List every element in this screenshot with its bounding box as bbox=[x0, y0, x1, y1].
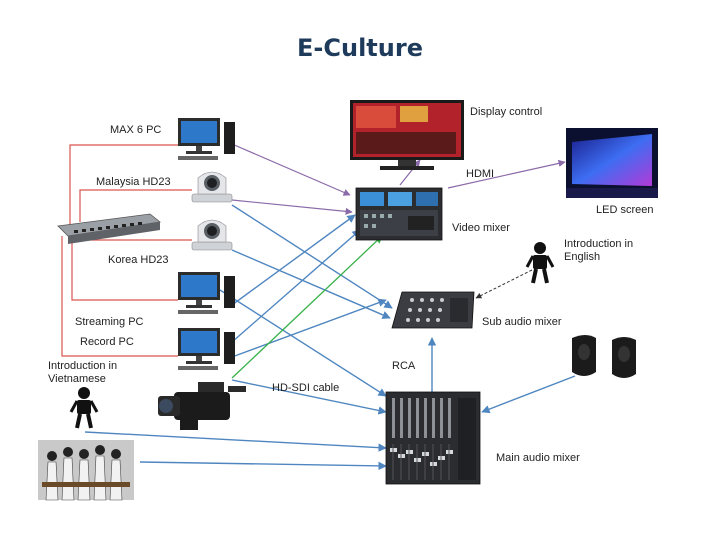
label-intro-english: Introduction in English bbox=[564, 238, 634, 263]
hd-sdi-links bbox=[231, 235, 383, 379]
ptz-camera-icon bbox=[191, 171, 233, 203]
mic-link bbox=[475, 269, 533, 299]
display-control-icon bbox=[350, 100, 464, 170]
label-record-pc: Record PC bbox=[80, 336, 134, 348]
performers-photo bbox=[38, 440, 134, 501]
label-intro-vietnamese: Introduction in Vietnamese bbox=[48, 360, 118, 385]
page-title: E-Culture bbox=[297, 34, 423, 62]
label-hdmi: HDMI bbox=[466, 168, 495, 180]
label-malaysia-camera: Malaysia HD23 bbox=[96, 176, 171, 188]
speaker-icon bbox=[572, 335, 636, 378]
label-korea-camera: Korea HD23 bbox=[108, 254, 169, 266]
audio-mixer-icon bbox=[385, 391, 481, 485]
label-sub-audio-mixer: Sub audio mixer bbox=[482, 316, 562, 328]
ptz-camera-icon bbox=[191, 219, 233, 251]
pc-monitor-icon bbox=[178, 328, 235, 370]
camcorder-icon bbox=[158, 382, 246, 430]
person-icon bbox=[525, 242, 555, 284]
audio-links bbox=[84, 204, 576, 471]
pc-monitor-icon bbox=[178, 272, 235, 314]
label-max-pc: MAX 6 PC bbox=[110, 124, 162, 136]
audio-mixer-icon bbox=[391, 291, 475, 329]
label-main-audio-mixer: Main audio mixer bbox=[496, 452, 580, 464]
label-led-screen: LED screen bbox=[596, 204, 654, 216]
label-rca: RCA bbox=[392, 360, 416, 372]
label-display-control: Display control bbox=[470, 106, 543, 118]
led-screen-icon bbox=[566, 128, 658, 198]
video-mixer-icon bbox=[355, 187, 443, 241]
label-hd-sdi-cable: HD-SDI cable bbox=[272, 382, 340, 394]
label-streaming-pc: Streaming PC bbox=[75, 316, 144, 328]
person-icon bbox=[69, 387, 99, 429]
network-switch-icon bbox=[57, 213, 161, 244]
hdmi-links bbox=[231, 143, 566, 215]
pc-monitor-icon bbox=[178, 118, 235, 160]
label-video-mixer: Video mixer bbox=[452, 222, 510, 234]
